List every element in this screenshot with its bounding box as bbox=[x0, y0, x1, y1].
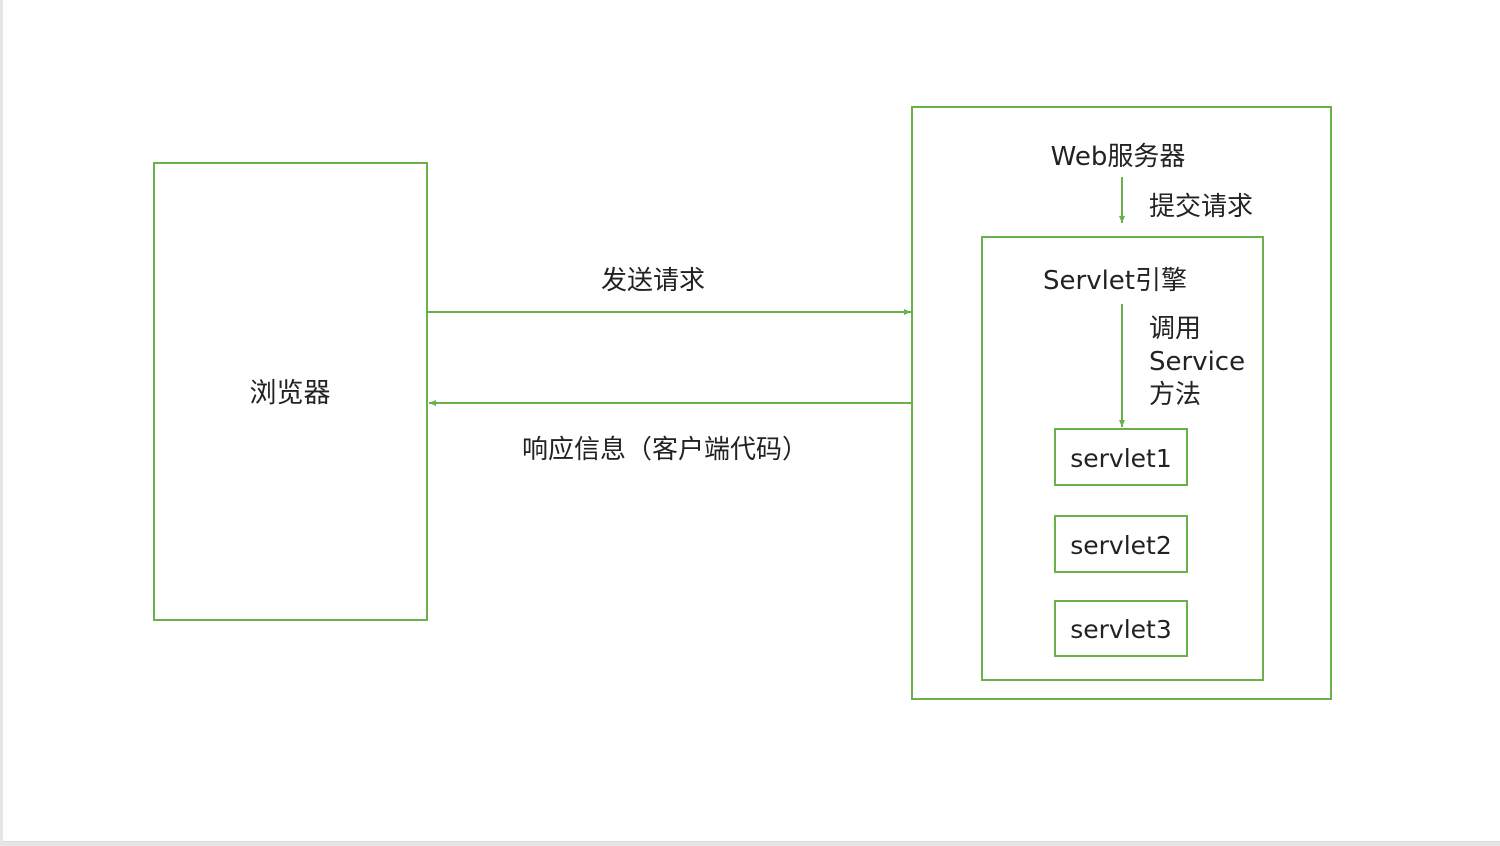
servlet-engine-label: Servlet引擎 bbox=[1043, 266, 1187, 296]
slide-canvas: 浏览器 Web服务器 提交请求 Servlet引擎 调用 Service 方法 … bbox=[3, 0, 1500, 842]
servlet2-label: servlet2 bbox=[1070, 531, 1172, 560]
response-label: 响应信息（客户端代码） bbox=[522, 435, 808, 465]
servlet3-box bbox=[1054, 600, 1188, 657]
submit-request-label: 提交请求 bbox=[1149, 192, 1253, 222]
send-request-label: 发送请求 bbox=[601, 266, 705, 296]
call-service-line-1: 调用 bbox=[1149, 314, 1201, 344]
servlet1-label: servlet1 bbox=[1070, 444, 1172, 473]
browser-box bbox=[153, 162, 428, 621]
call-service-line-3: 方法 bbox=[1149, 380, 1201, 410]
servlet-engine-box bbox=[981, 236, 1264, 681]
call-service-line-2: Service bbox=[1149, 347, 1245, 377]
web-server-label: Web服务器 bbox=[1051, 142, 1186, 172]
browser-label: 浏览器 bbox=[250, 378, 331, 409]
servlet1-box bbox=[1054, 428, 1188, 486]
diagram-svg: 浏览器 Web服务器 提交请求 Servlet引擎 调用 Service 方法 … bbox=[153, 106, 1332, 700]
servlet2-box bbox=[1054, 515, 1188, 573]
servlet3-label: servlet3 bbox=[1070, 615, 1172, 644]
